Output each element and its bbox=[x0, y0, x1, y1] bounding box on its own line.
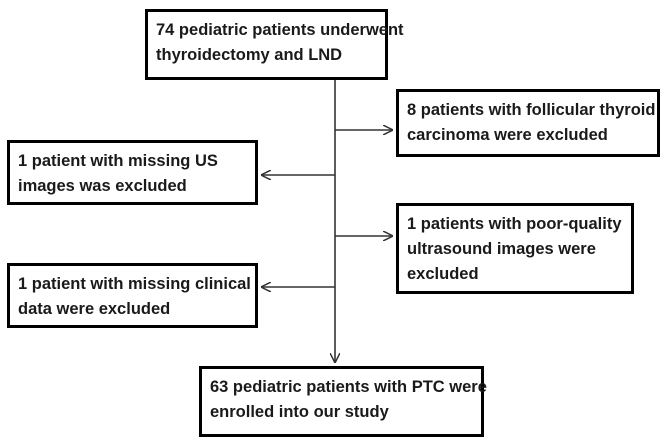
exclusion-box-line: ultrasound images were bbox=[407, 240, 596, 258]
exclusion-box-line: excluded bbox=[407, 265, 479, 283]
end-box-line-2: enrolled into our study bbox=[210, 403, 389, 421]
start-box: 74 pediatric patients underwent thyroide… bbox=[145, 9, 404, 80]
end-box: 63 pediatric patients with PTC were enro… bbox=[199, 366, 487, 437]
exclusion-box-missing-us-images: 1 patient with missing US images was exc… bbox=[7, 140, 258, 205]
exclusion-box-line: data were excluded bbox=[18, 300, 171, 318]
exclusion-box-poor-quality-ultrasound: 1 patients with poor-quality ultrasound … bbox=[396, 203, 634, 294]
exclusion-box-line: 1 patient with missing US bbox=[18, 152, 218, 170]
exclusion-box-line: 1 patients with poor-quality bbox=[407, 215, 622, 233]
exclusion-box-line: images was excluded bbox=[18, 177, 187, 195]
start-box-line-1: 74 pediatric patients underwent bbox=[156, 21, 404, 39]
start-box-line-2: thyroidectomy and LND bbox=[156, 46, 343, 64]
exclusion-box-line: 8 patients with follicular thyroid bbox=[407, 101, 656, 119]
end-box-line-1: 63 pediatric patients with PTC were bbox=[210, 378, 487, 396]
exclusion-box-missing-clinical-data: 1 patient with missing clinical data wer… bbox=[7, 263, 258, 328]
exclusion-box-line: 1 patient with missing clinical bbox=[18, 275, 251, 293]
exclusion-box-follicular-carcinoma: 8 patients with follicular thyroid carci… bbox=[396, 89, 660, 157]
exclusion-box-line: carcinoma were excluded bbox=[407, 126, 608, 144]
